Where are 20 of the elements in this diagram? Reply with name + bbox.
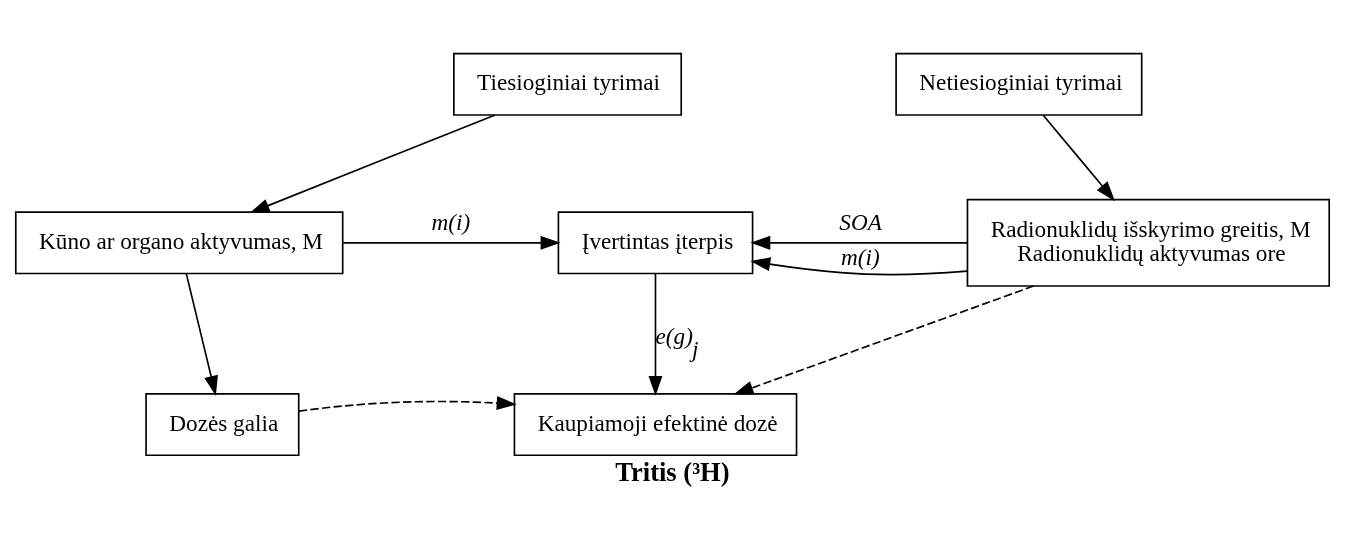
node-box: Kaupiamoji efektinė dozė (513, 392, 798, 456)
arrow (342, 235, 561, 250)
node-box: Dozės galia (145, 392, 300, 456)
edge-label: m(i) (431, 208, 471, 235)
edge-label: m(i) (840, 243, 880, 270)
arrow (298, 395, 517, 412)
edge-label: SOA (839, 208, 882, 235)
arrow (648, 272, 663, 396)
node-box: Tiesioginiai tyrimai (453, 52, 683, 116)
node-box: Įvertintas įterpis (557, 210, 754, 274)
arrow (750, 256, 968, 275)
node-box: Kūno ar organo aktyvumas, M (14, 210, 344, 274)
caption: Tritis (³H) (615, 456, 730, 487)
node-box: Netiesioginiai tyrimai (895, 52, 1143, 116)
arrow (733, 284, 1035, 395)
arrow (249, 113, 496, 213)
arrow (750, 235, 969, 250)
arrow (185, 272, 218, 396)
arrow (1042, 113, 1115, 201)
node-box: Radionuklidų išskyrimo greitis, M Radionuklidų aktyvumas ore (966, 198, 1331, 287)
